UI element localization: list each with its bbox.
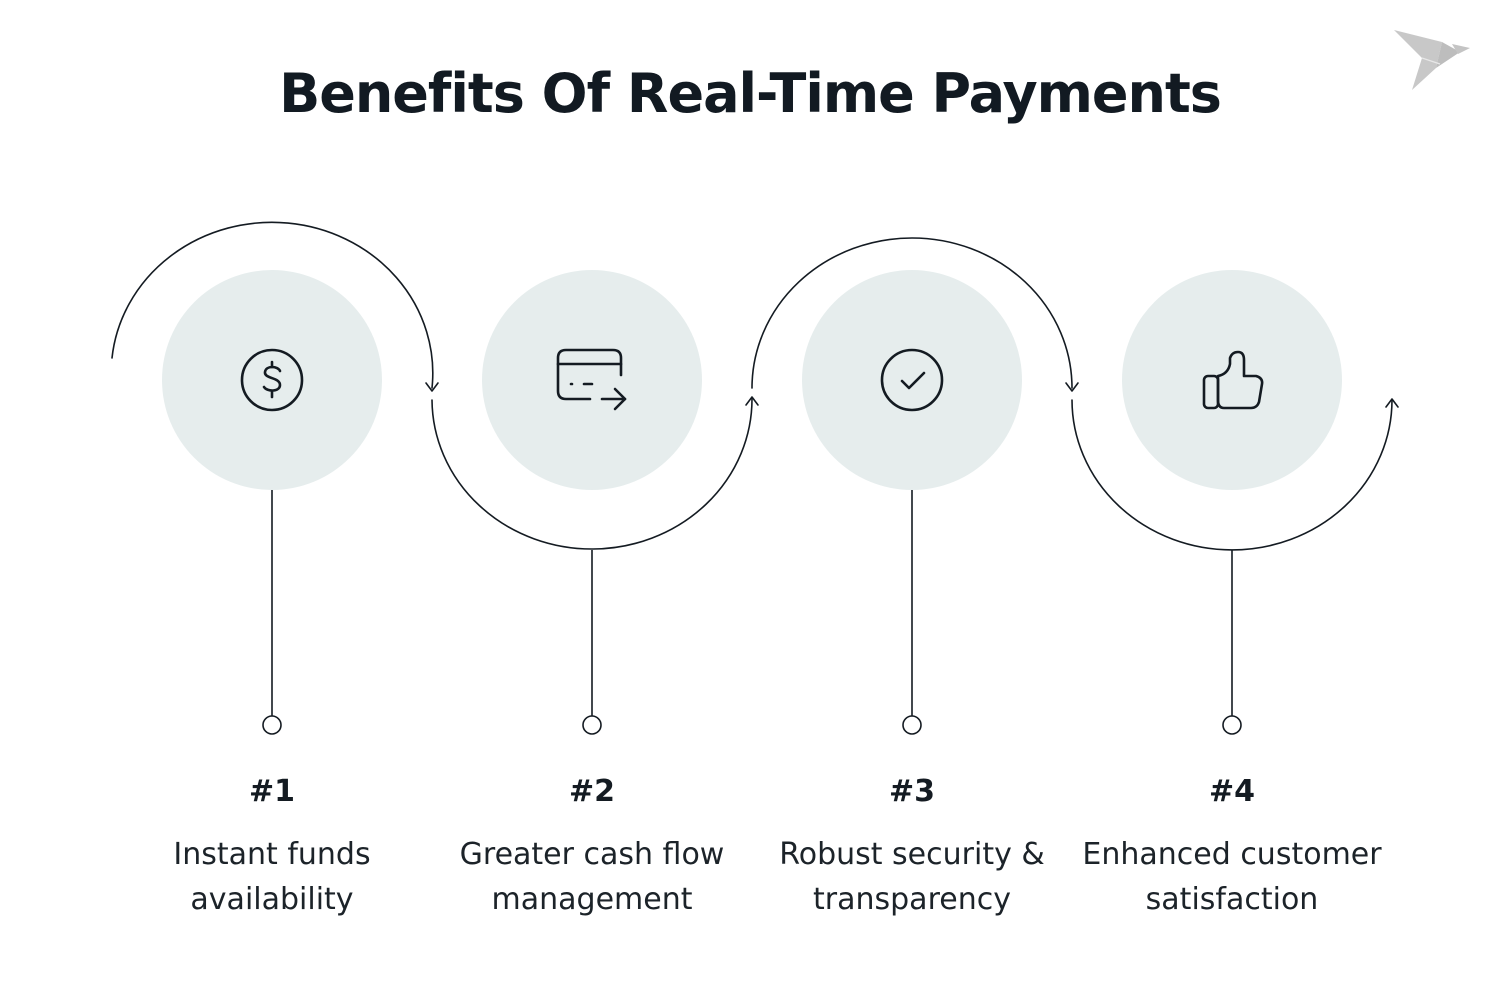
step-4-label-line2: satisfaction — [1145, 882, 1319, 917]
step-3-label-line2: transparency — [813, 882, 1011, 917]
step-1-label-line2: availability — [190, 882, 354, 917]
arrow-up-icon — [1385, 398, 1399, 408]
node-2 — [582, 715, 602, 735]
step-1-circle — [162, 270, 382, 490]
step-3-circle — [802, 270, 1022, 490]
step-circles — [162, 270, 1342, 490]
thumbs-up-icon — [1202, 350, 1264, 410]
page-title: Benefits Of Real-Time Payments — [279, 62, 1222, 125]
step-3-label: Robust security & transparency — [752, 832, 1072, 922]
step-4-circle — [1122, 270, 1342, 490]
node-3 — [902, 715, 922, 735]
step-1-label-line1: Instant funds — [173, 837, 371, 872]
step-4-label: Enhanced customer satisfaction — [1072, 832, 1392, 922]
origami-bird-icon — [1394, 30, 1470, 90]
arc-2-bottom — [431, 397, 753, 550]
node-1 — [262, 715, 282, 735]
step-1-label: Instant funds availability — [112, 832, 432, 922]
arrow-down-icon — [425, 382, 439, 392]
step-1-number: #1 — [248, 774, 295, 809]
arc-3-top — [751, 237, 1073, 389]
card-transfer-icon — [556, 348, 627, 411]
arrow-up-icon — [745, 396, 759, 406]
step-2-label-line1: Greater cash flow — [459, 837, 725, 872]
check-circle-icon — [880, 348, 944, 412]
step-3-number: #3 — [888, 774, 935, 809]
step-2-label: Greater cash flow management — [432, 832, 752, 922]
arc-1-top — [111, 221, 434, 389]
step-2-circle — [482, 270, 702, 490]
step-2-number: #2 — [568, 774, 615, 809]
node-4 — [1222, 715, 1242, 735]
step-3-label-line1: Robust security & — [779, 837, 1045, 872]
step-4-number: #4 — [1208, 774, 1255, 809]
arrow-down-icon — [1065, 382, 1079, 392]
step-4-label-line1: Enhanced customer — [1082, 837, 1382, 872]
step-2-label-line2: management — [491, 882, 693, 917]
dollar-coin-icon — [240, 348, 304, 412]
connectors — [262, 490, 1242, 735]
